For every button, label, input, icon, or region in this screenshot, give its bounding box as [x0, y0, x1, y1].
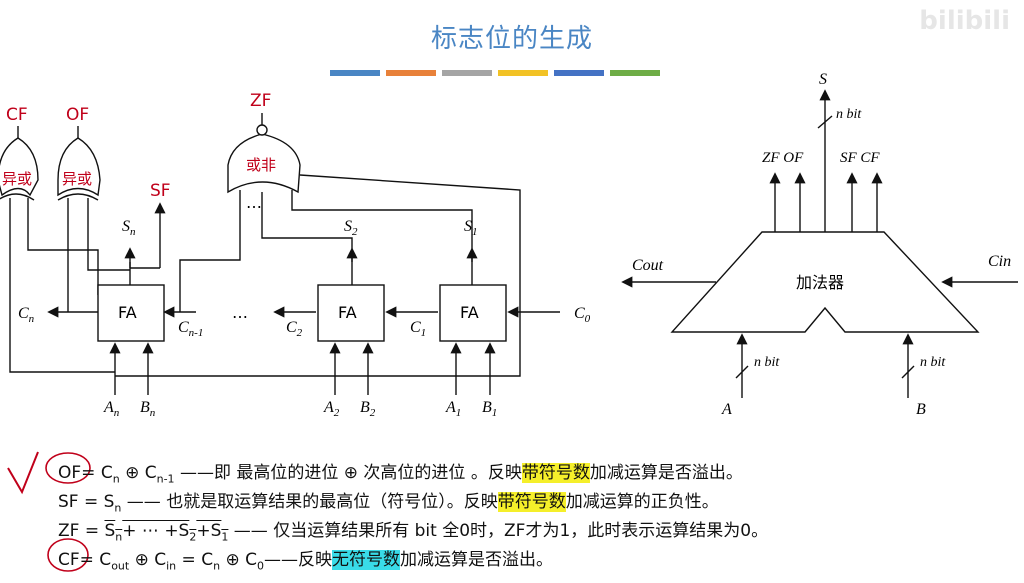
- zf-term: + ⋯ +S: [122, 521, 190, 541]
- nor-gate: [227, 133, 301, 194]
- color-bar: [330, 70, 380, 76]
- color-bar: [442, 70, 492, 76]
- zf-label: ZF: [250, 91, 271, 111]
- page-title: 标志位的生成: [430, 24, 593, 54]
- adder-label: 加法器: [796, 273, 844, 292]
- color-bar: [498, 70, 548, 76]
- fa-label: FA: [338, 303, 357, 322]
- zf-lhs: ZF =: [58, 521, 105, 541]
- zf-overline-expr: Sn+ ⋯ +S2+S1: [104, 521, 229, 544]
- fa-label: FA: [118, 303, 137, 322]
- s-1-label: S1: [464, 218, 478, 238]
- s-2-label: S2: [344, 218, 358, 238]
- nor-gate-label: 或非: [246, 156, 276, 174]
- of-text: 加减运算是否溢出。: [589, 463, 743, 483]
- zf-formula: ZF = Sn+ ⋯ +S2+S1 —— 仅当运算结果所有 bit 全0时，ZF…: [58, 516, 768, 543]
- adder-s-label: S: [819, 71, 827, 88]
- cf-op: ⊕ C: [129, 550, 167, 570]
- sub: n-1: [156, 472, 175, 486]
- of-lhs: OF: [58, 463, 82, 483]
- of-op: ⊕ C: [119, 463, 157, 483]
- adder-body: [670, 231, 980, 333]
- adder-a-label: A: [721, 401, 732, 418]
- sub: out: [111, 559, 130, 573]
- sf-text: —— 也就是取运算结果的最高位（符号位）。反映: [121, 492, 498, 512]
- sub: 2: [189, 530, 197, 544]
- sub: in: [166, 559, 177, 573]
- c-2-label: C2: [286, 319, 303, 339]
- cf-lhs: CF: [58, 550, 80, 570]
- ellipsis: …: [246, 193, 262, 212]
- n-bit-label: n bit: [754, 355, 780, 370]
- of-eq: = C: [81, 463, 113, 483]
- watermark: bilibili: [919, 6, 1010, 36]
- fa-box-n: [97, 284, 165, 342]
- cf-op: ⊕ C: [220, 550, 257, 570]
- cf-text: 加减运算是否溢出。: [399, 550, 553, 570]
- xor-gate-cf: [0, 137, 39, 197]
- xor-gate-of: [57, 137, 101, 197]
- a-2-label: A2: [323, 399, 340, 419]
- sub: n: [114, 501, 122, 515]
- sf-text: 加减运算的正负性。: [565, 492, 719, 512]
- sf-label: SF: [150, 181, 171, 201]
- a-1-label: A1: [445, 399, 461, 419]
- n-bit-label: n bit: [920, 355, 946, 370]
- of-label: OF: [66, 105, 89, 125]
- color-bars: [330, 70, 660, 76]
- sub: n: [115, 530, 123, 544]
- color-bar: [610, 70, 660, 76]
- fa-box-1: [439, 284, 507, 342]
- c-n-label: Cn: [18, 305, 35, 325]
- cf-text: ——反映: [263, 550, 332, 570]
- sf-formula: SF = Sn —— 也就是取运算结果的最高位（符号位）。反映带符号数加减运算的…: [58, 487, 719, 514]
- zf-term: S: [104, 521, 116, 541]
- b-1-label: B1: [482, 399, 497, 419]
- ellipsis: …: [232, 303, 248, 322]
- zf-text: —— 仅当运算结果所有 bit 全0时，ZF才为1，此时表示运算结果为0。: [228, 521, 769, 541]
- fa-label: FA: [460, 303, 479, 322]
- b-2-label: B2: [360, 399, 376, 419]
- cf-eq: = C: [79, 550, 112, 570]
- fa-box-2: [317, 284, 385, 342]
- sub: n: [213, 559, 221, 573]
- zf-of-label: ZF OF: [762, 150, 804, 166]
- color-bar: [554, 70, 604, 76]
- s-n-label: Sn: [122, 218, 136, 238]
- xor-gate-label: 异或: [2, 170, 32, 188]
- c-0-label: C0: [574, 305, 591, 325]
- cout-label: Cout: [632, 257, 664, 274]
- a-n-label: An: [103, 399, 120, 419]
- sub: 1: [221, 530, 229, 544]
- highlight: 带符号数: [497, 492, 566, 512]
- sub: 0: [256, 559, 264, 573]
- cf-eq: = C: [176, 550, 214, 570]
- sub: n: [112, 472, 120, 486]
- xor-gate-label: 异或: [62, 170, 92, 188]
- cf-formula: CF= Cout ⊕ Cin = Cn ⊕ C0——反映无符号数加减运算是否溢出…: [58, 545, 553, 572]
- c-1-label: C1: [410, 319, 426, 339]
- n-bit-label: n bit: [836, 107, 862, 122]
- b-n-label: Bn: [140, 399, 156, 419]
- adder-b-label: B: [916, 401, 926, 418]
- sf-cf-label: SF CF: [840, 150, 880, 166]
- cf-label: CF: [6, 105, 28, 125]
- cin-label: Cin: [988, 253, 1011, 270]
- of-formula: OF= Cn ⊕ Cn-1 ——即 最高位的进位 ⊕ 次高位的进位 。反映带符号…: [58, 458, 743, 485]
- highlight: 无符号数: [331, 550, 400, 570]
- highlight: 带符号数: [521, 463, 590, 483]
- sf-lhs: SF = S: [58, 492, 115, 512]
- zf-term: +S: [196, 521, 222, 541]
- c-n1-label: Cn-1: [178, 319, 203, 339]
- color-bar: [386, 70, 436, 76]
- of-text: ——即 最高位的进位 ⊕ 次高位的进位 。反映: [174, 463, 522, 483]
